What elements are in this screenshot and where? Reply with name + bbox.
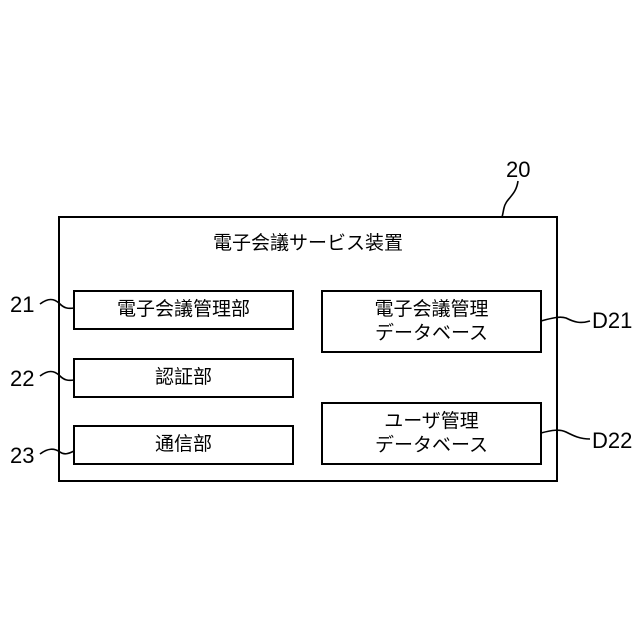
conference-management-unit-label: 電子会議管理部 [117,298,250,322]
communication-unit-label: 通信部 [155,433,212,457]
ref-20-label: 20 [506,159,530,181]
ref-22-label: 22 [10,368,34,390]
service-device-title: 電子会議サービス装置 [60,228,556,255]
conference-database-line1: 電子会議管理 [374,298,488,322]
ref-23-label: 23 [10,445,34,467]
conference-database-line2: データベース [375,322,488,346]
ref-21-label: 21 [10,294,34,316]
ref-d21-label: D21 [592,310,632,332]
ref-d22-label: D22 [592,430,632,452]
conference-database-box: 電子会議管理 データベース [321,290,542,353]
user-database-line2: データベース [375,434,488,458]
communication-unit-box: 通信部 [73,425,294,465]
authentication-unit-box: 認証部 [73,358,294,398]
user-database-line1: ユーザ管理 [384,410,479,434]
user-database-box: ユーザ管理 データベース [321,402,542,465]
conference-management-unit-box: 電子会議管理部 [73,290,294,330]
leader-20 [502,181,518,217]
authentication-unit-label: 認証部 [155,366,212,390]
